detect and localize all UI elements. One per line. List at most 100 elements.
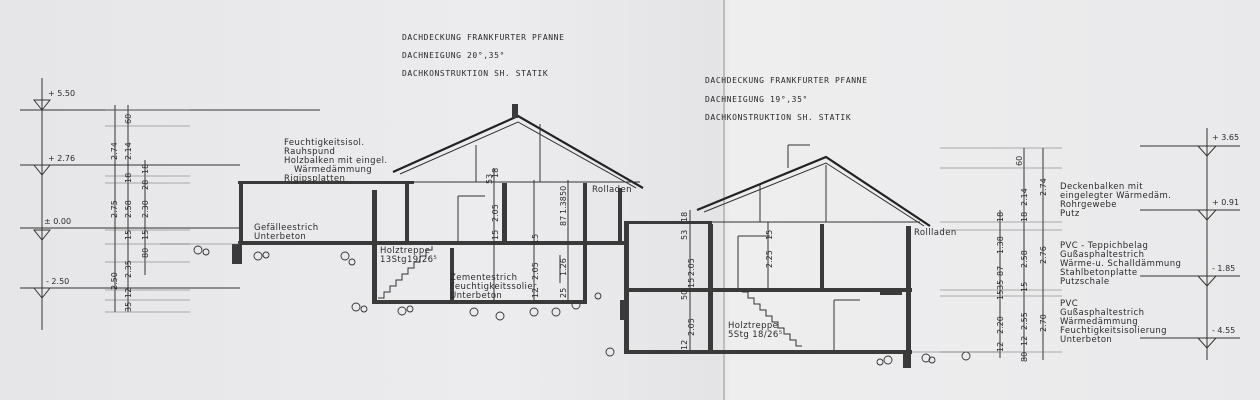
dimension-chain-mid-right: 53 18 2.05 15 50 12 2.05 2.25 15 [680, 210, 774, 350]
base-layer-label: Gußasphaltestrich [1060, 308, 1144, 318]
dimension-chain-mid-left: 53 18 2.05 15 15 12 1.38 2.05 1.26 87 25… [485, 168, 569, 300]
floor-layer-label: Gußasphaltestrich [1060, 250, 1144, 260]
svg-text:18: 18 [1020, 212, 1029, 222]
floor-layer-label: Putzschale [1060, 277, 1109, 287]
svg-text:18: 18 [124, 173, 133, 183]
svg-text:60: 60 [1015, 156, 1024, 166]
note-left-pitch: DACHNEIGUNG 20°,35° [402, 51, 505, 60]
note-right-structure: DACHKONSTRUKTION SH. STATIK [705, 113, 851, 122]
dimension-chains-right: 2.74 2.76 2.70 60 2.14 18 2.58 15 2.55 1… [940, 147, 1062, 362]
roof-layer-label: Rauhspund [284, 147, 335, 157]
shutter-label: Rollladen [914, 228, 957, 238]
stair-label: Holztreppe [380, 246, 430, 256]
note-left-roofing: DACHDECKUNG FRANKFURTER PFANNE [402, 33, 565, 42]
level-marker: + 2.76 [20, 154, 240, 176]
pitched-roof [696, 155, 931, 227]
svg-text:50: 50 [680, 290, 689, 300]
level-marker: + 5.50 [20, 89, 320, 111]
svg-text:2.20: 2.20 [996, 316, 1005, 334]
svg-text:+ 0.91: + 0.91 [1212, 198, 1239, 207]
svg-text:- 2.50: - 2.50 [46, 277, 69, 286]
svg-text:2.14: 2.14 [1020, 188, 1029, 206]
svg-text:87: 87 [559, 216, 568, 226]
svg-text:- 4.55: - 4.55 [1212, 326, 1235, 335]
svg-text:2.05: 2.05 [531, 262, 540, 280]
wall [372, 190, 377, 242]
svg-text:53: 53 [680, 230, 689, 240]
stair-label: 5Stg 18/26⁵ [728, 330, 783, 340]
chimney [512, 104, 518, 118]
basement-slab [372, 300, 587, 304]
floor-layer-label: PVC - Teppichbelag [1060, 241, 1148, 251]
svg-text:1.26: 1.26 [559, 258, 568, 276]
svg-text:60: 60 [124, 114, 133, 124]
svg-text:18: 18 [680, 212, 689, 222]
ceiling-layer-label: Deckenbalken mit [1060, 182, 1143, 192]
svg-text:+ 5.50: + 5.50 [48, 89, 75, 98]
basement-layer-label: Unterbeton [450, 291, 502, 301]
svg-text:± 0.00: ± 0.00 [44, 217, 71, 226]
svg-text:15: 15 [141, 230, 150, 240]
svg-text:2.05: 2.05 [687, 318, 696, 336]
svg-text:18: 18 [491, 168, 500, 178]
floor-layer-label: Stahlbetonplatte [1060, 268, 1138, 278]
level-markers-left: + 5.50 + 2.76 ± 0.00 - 2.50 [20, 78, 320, 330]
svg-text:53: 53 [485, 174, 494, 184]
svg-text:2.70: 2.70 [1039, 314, 1048, 332]
roof-layer-label: Wärmedämmung [294, 165, 372, 175]
svg-text:2.58: 2.58 [1020, 250, 1029, 268]
svg-text:2.55: 2.55 [1020, 312, 1029, 330]
svg-text:15: 15 [491, 230, 500, 240]
building-left [232, 104, 644, 304]
svg-text:2.74: 2.74 [1039, 178, 1048, 196]
floor-layer-label: Gefälleestrich [254, 223, 318, 233]
gravel-left [193, 245, 615, 357]
svg-text:2.05: 2.05 [491, 204, 500, 222]
svg-text:1.38: 1.38 [996, 236, 1005, 254]
base-layer-label: Feuchtigkeitsisolierung [1060, 326, 1167, 336]
base-layer-label: Wärmedämmung [1060, 317, 1138, 327]
svg-text:2.35: 2.35 [124, 260, 133, 278]
svg-text:2.14: 2.14 [124, 142, 133, 160]
svg-text:18: 18 [996, 212, 1005, 222]
svg-text:80: 80 [141, 248, 150, 258]
note-right-pitch: DACHNEIGUNG 19°,35° [705, 95, 808, 104]
level-marker: ± 0.00 [20, 217, 240, 241]
level-marker: - 2.50 [20, 277, 240, 299]
svg-text:2.74: 2.74 [110, 142, 119, 160]
svg-text:2.25: 2.25 [765, 250, 774, 268]
roof-layer-label: Rigipsplatten [284, 174, 345, 184]
svg-text:15: 15 [687, 278, 696, 288]
svg-text:35: 35 [996, 280, 1005, 290]
svg-text:12: 12 [680, 340, 689, 350]
svg-text:2.30: 2.30 [141, 200, 150, 218]
ground-floor-slab [238, 241, 626, 245]
level-markers-right: + 3.65 + 0.91 - 1.85 - 4.55 [1140, 128, 1240, 360]
stair-label: Holztreppe [728, 321, 778, 331]
svg-text:+ 2.76: + 2.76 [48, 154, 75, 163]
ceiling-layer-label: Rohrgewebe [1060, 200, 1117, 210]
level-marker: + 0.91 [1140, 198, 1240, 221]
basement-slab [624, 350, 912, 354]
stair-left [378, 246, 433, 299]
gravel-right [876, 351, 971, 366]
svg-text:12: 12 [1020, 336, 1029, 346]
svg-text:50: 50 [559, 186, 568, 196]
base-layer-label: PVC [1060, 299, 1078, 309]
svg-text:80: 80 [1020, 352, 1029, 362]
level-marker: - 4.55 [1140, 326, 1240, 349]
svg-text:35: 35 [124, 302, 133, 312]
svg-text:15: 15 [996, 290, 1005, 300]
svg-text:2.05: 2.05 [687, 258, 696, 276]
floor-layer-label: Wärme-u. Schalldämmung [1060, 259, 1181, 269]
level-marker: + 3.65 [1140, 133, 1240, 157]
note-right-roofing: DACHDECKUNG FRANKFURTER PFANNE [705, 76, 868, 85]
stair-label: 13Stg19/26⁵ [380, 255, 437, 265]
svg-text:28: 28 [141, 180, 150, 190]
svg-text:25: 25 [559, 288, 568, 298]
svg-text:15: 15 [531, 234, 540, 244]
svg-text:- 1.85: - 1.85 [1212, 264, 1235, 273]
ceiling-layer-label: Putz [1060, 209, 1080, 219]
